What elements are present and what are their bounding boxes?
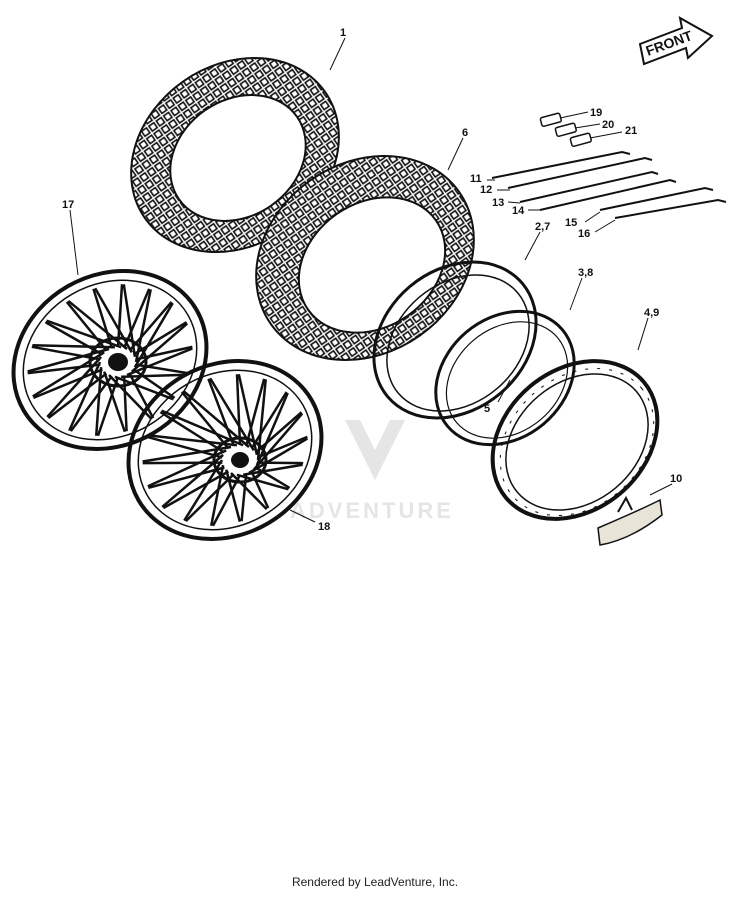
- tire-part-6: [255, 154, 475, 362]
- footer-credit: Rendered by LeadVenture, Inc.: [291, 875, 459, 889]
- callout-4-9: 4,9: [644, 307, 659, 319]
- rim-strip-part-10: [597, 495, 663, 546]
- callout-15: 15: [565, 217, 577, 229]
- callout-1: 1: [340, 27, 346, 39]
- callout-10: 10: [670, 473, 682, 485]
- callout-14: 14: [512, 205, 525, 217]
- callout-19: 19: [590, 107, 602, 119]
- callout-18: 18: [318, 521, 330, 533]
- rim-band-part-3-8: [434, 309, 576, 447]
- watermark-text: ADVENTURE: [290, 498, 454, 523]
- callout-numbers: 1 6 2,7 3,8 4,9 5 10 11 12 13 14 15 16 1…: [62, 27, 682, 533]
- callout-6: 6: [462, 127, 468, 139]
- callout-17: 17: [62, 199, 74, 211]
- leader-lines: [69, 37, 673, 523]
- callout-2-7: 2,7: [535, 221, 550, 233]
- tube-part-2-7: [372, 260, 538, 420]
- callout-11: 11: [470, 173, 482, 185]
- spokes-parts-11-16: [491, 150, 727, 219]
- callout-16: 16: [578, 228, 590, 240]
- wheel-part-17: [11, 269, 209, 451]
- watermark: ADVENTURE: [290, 420, 454, 523]
- callout-21: 21: [625, 125, 637, 137]
- callout-5: 5: [484, 403, 490, 415]
- callout-3-8: 3,8: [578, 267, 593, 279]
- callout-13: 13: [492, 197, 504, 209]
- rim-part-4-9: [490, 359, 660, 521]
- callout-20: 20: [602, 119, 614, 131]
- front-arrow-icon: FRONT: [638, 16, 714, 66]
- callout-12: 12: [480, 184, 492, 196]
- nipples-parts-19-21: [539, 112, 592, 147]
- wheel-part-18: [126, 359, 324, 541]
